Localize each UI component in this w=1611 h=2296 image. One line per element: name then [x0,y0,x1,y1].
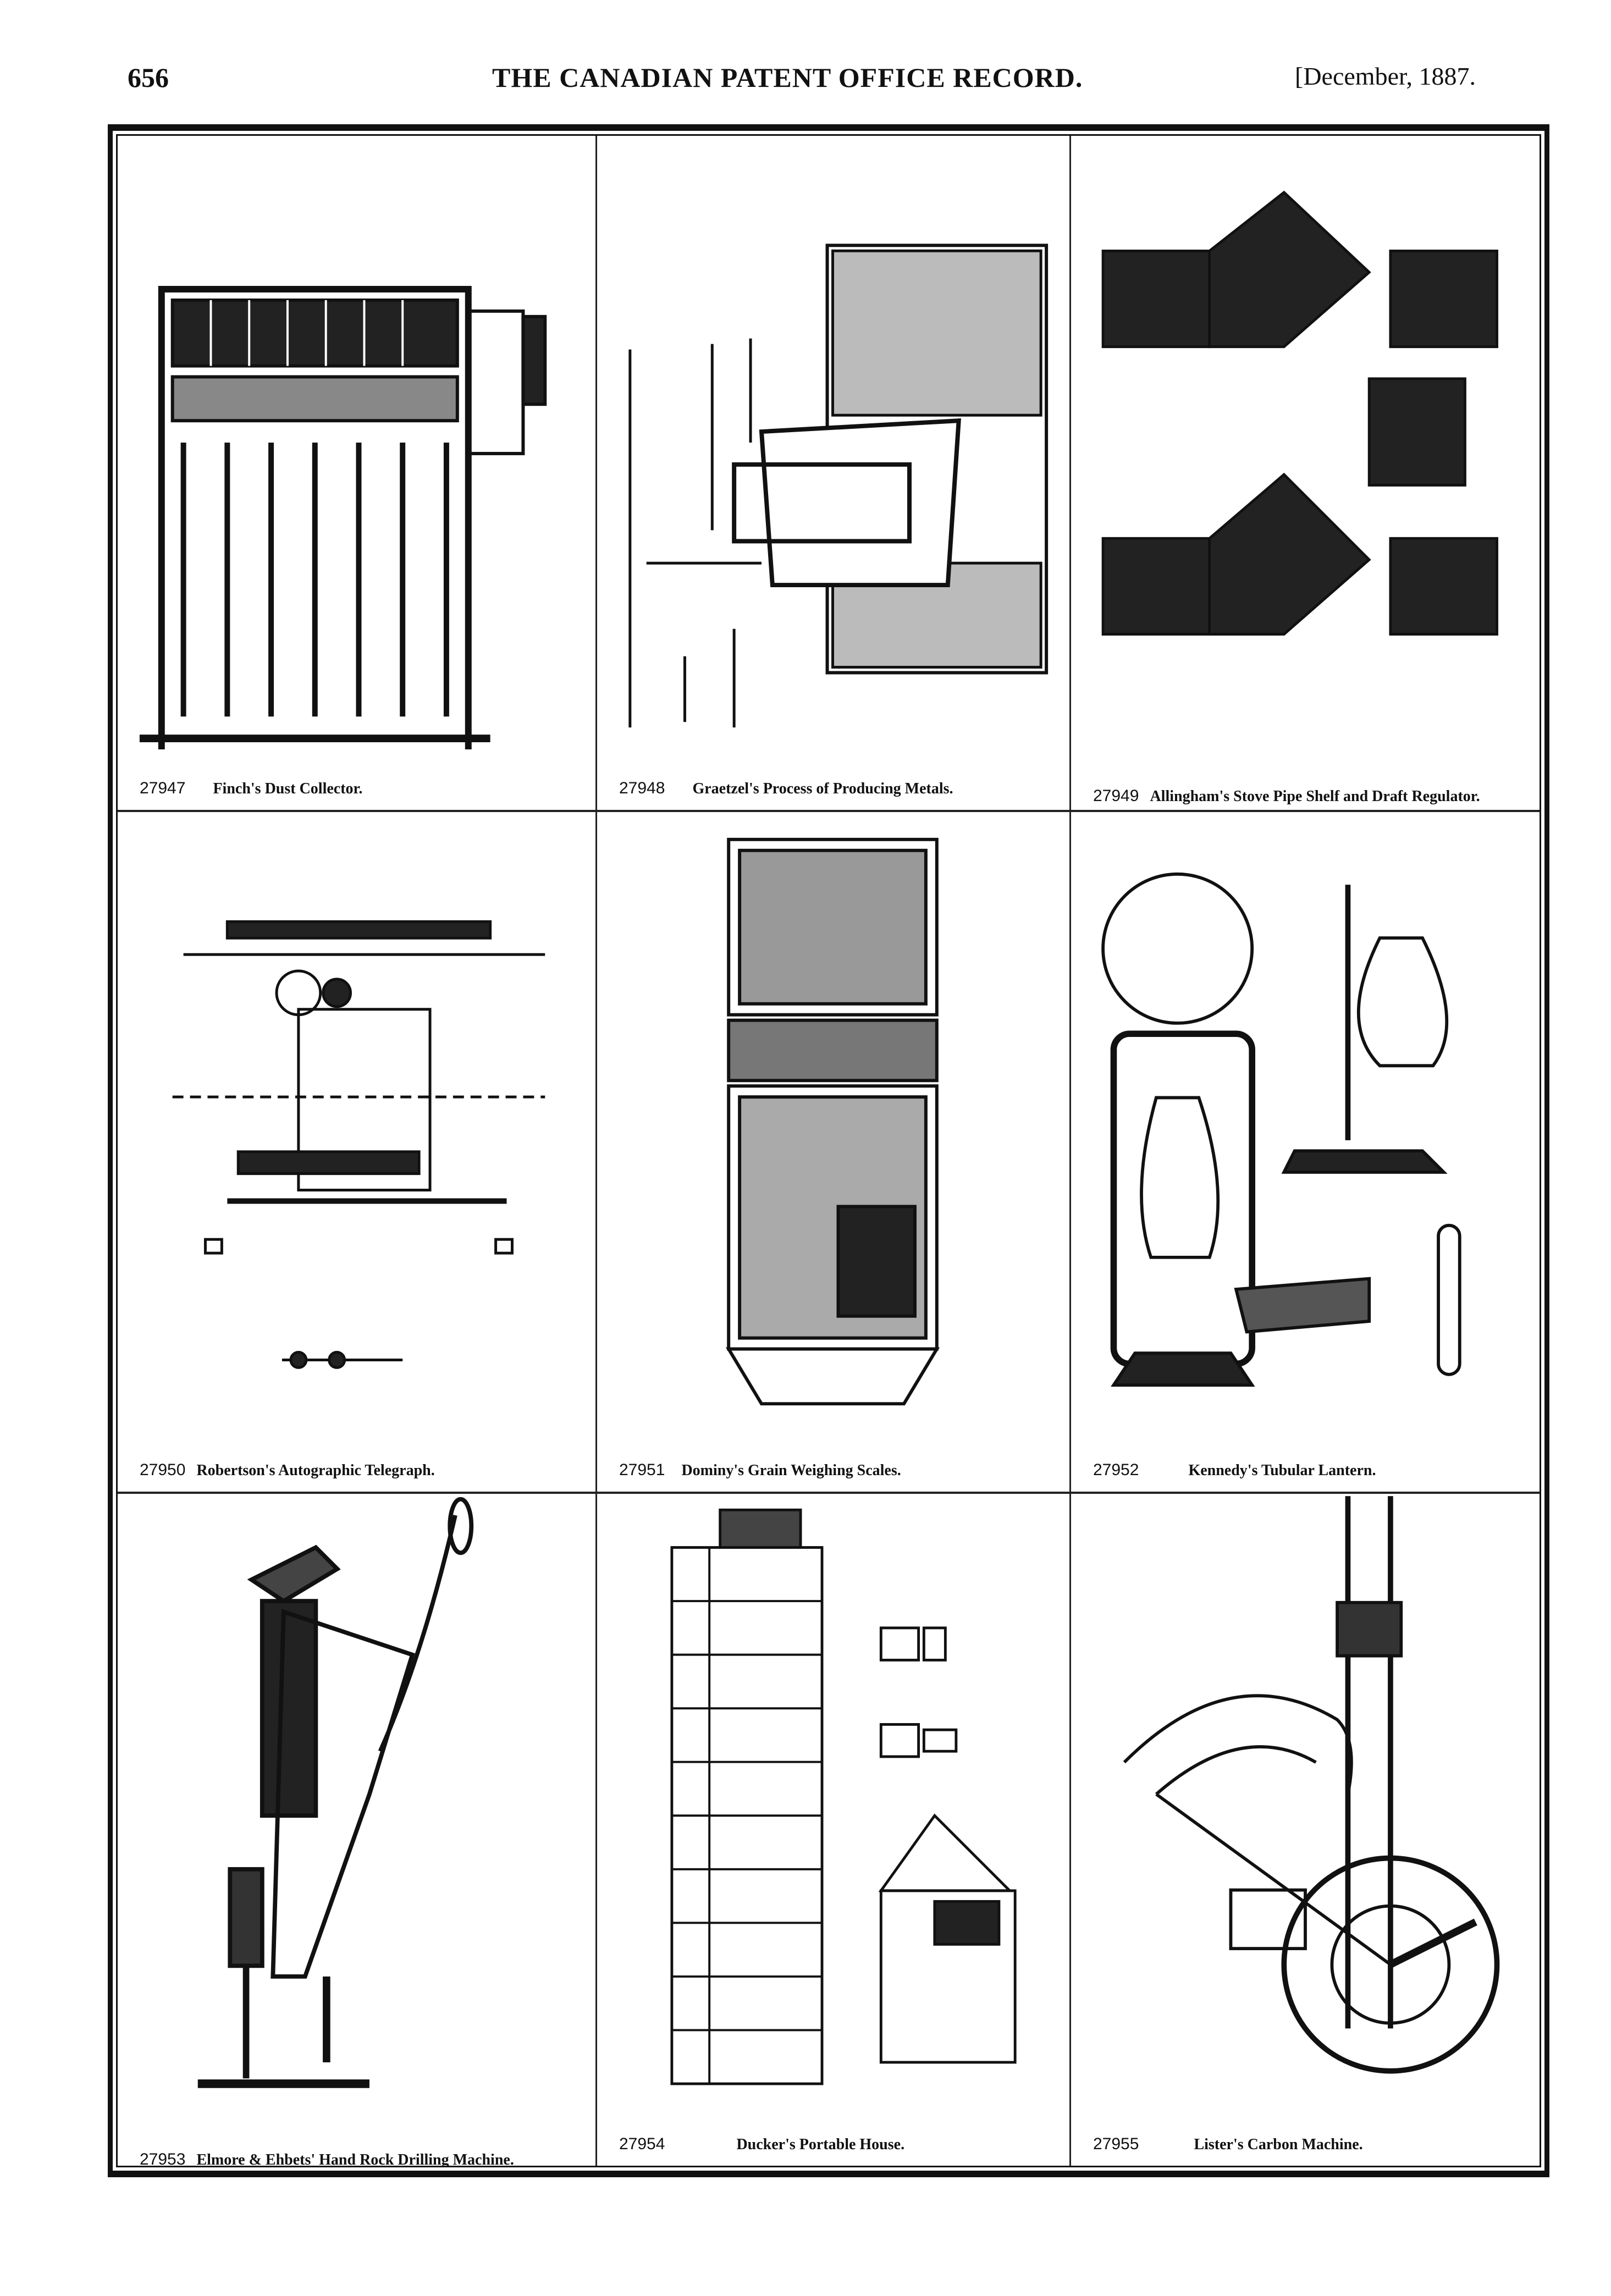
patent-title: Finch's Dust Collector. [213,780,363,797]
figure-caption: 27952 Kennedy's Tubular Lantern. [1093,1461,1523,1480]
patent-title: Allingham's Stove Pipe Shelf and Draft R… [1150,788,1480,805]
figure-caption: 27949 Allingham's Stove Pipe Shelf and Dr… [1093,787,1523,805]
patent-title: Ducker's Portable House. [736,2136,905,2153]
patent-figure-27950: 27950 Robertson's Autographic Telegraph. [118,812,597,1494]
patent-number: 27947 [140,779,186,797]
patent-title: Robertson's Autographic Telegraph. [196,1462,435,1479]
patent-title: Dominy's Grain Weighing Scales. [681,1462,901,1479]
patent-number: 27951 [619,1461,665,1479]
figure-caption: 27947 Finch's Dust Collector. [140,779,579,798]
tubular-lantern-drawing [1101,872,1461,1387]
figure-caption: 27955 Lister's Carbon Machine. [1093,2135,1523,2154]
patent-figure-27952: 27952 Kennedy's Tubular Lantern. [1071,812,1540,1494]
patent-title: Graetzel's Process of Producing Metals. [692,780,953,797]
figure-caption: 27950 Robertson's Autographic Telegraph. [140,1461,579,1480]
patent-figure-27947: 27947 Finch's Dust Collector. [118,136,597,812]
figure-caption: 27951 Dominy's Grain Weighing Scales. [619,1461,1053,1480]
figure-caption: 27954 Ducker's Portable House. [619,2135,1053,2154]
carbon-machine-drawing [1123,1496,1500,2074]
dust-collector-drawing [139,286,547,749]
patent-title: Lister's Carbon Machine. [1194,2136,1363,2153]
patent-figure-27953: 27953 Elmore & Ehbets' Hand Rock Drilling… [118,1494,597,2166]
telegraph-drawing [172,920,545,1369]
stove-pipe-drawing [1101,190,1498,636]
patent-figure-27949: 27949 Allingham's Stove Pipe Shelf and Dr… [1071,136,1540,812]
issue-date: [December, 1887. [1295,62,1476,90]
patent-figure-27948: 27948 Graetzel's Process of Producing Met… [597,136,1071,812]
portable-house-drawing [670,1508,1017,2085]
patent-figure-27954: 27954 Ducker's Portable House. [597,1494,1071,2166]
figure-plate-frame: 27947 Finch's Dust Collector. 27948 Graetz… [108,124,1549,2177]
patent-title: Elmore & Ehbets' Hand Rock Drilling Mach… [196,2151,514,2166]
patent-number: 27953 [140,2150,186,2166]
metal-process-drawing [628,244,1049,728]
figure-grid: 27947 Finch's Dust Collector. 27948 Graetz… [116,134,1541,2167]
patent-number: 27950 [140,1461,186,1479]
grain-scales-drawing [725,837,940,1406]
patent-figure-27951: 27951 Dominy's Grain Weighing Scales. [597,812,1071,1494]
patent-figure-27955: 27955 Lister's Carbon Machine. [1071,1494,1540,2166]
figure-caption: 27953 Elmore & Ehbets' Hand Rock Drilling… [140,2150,579,2166]
patent-number: 27955 [1093,2135,1139,2153]
page-number: 656 [128,62,169,93]
publication-title: THE CANADIAN PATENT OFFICE RECORD. [492,62,1083,93]
patent-title: Kennedy's Tubular Lantern. [1188,1462,1376,1479]
rock-drill-drawing [197,1497,474,2088]
patent-number: 27952 [1093,1461,1139,1479]
patent-number: 27948 [619,779,665,797]
patent-number: 27949 [1093,787,1139,805]
patent-number: 27954 [619,2135,665,2153]
figure-caption: 27948 Graetzel's Process of Producing Met… [619,779,1053,798]
